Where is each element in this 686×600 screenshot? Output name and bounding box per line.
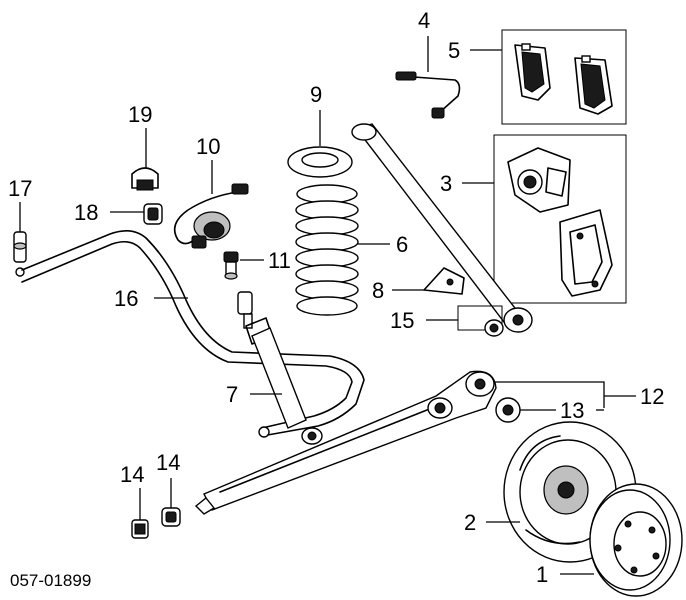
callout-5: 5 (448, 38, 460, 63)
callout-14b: 14 (156, 450, 180, 475)
stabilizer-link-part (13, 231, 27, 277)
bracket-part (423, 267, 465, 295)
callout-11: 11 (268, 248, 291, 273)
callout-6: 6 (396, 232, 408, 257)
callout-14a: 14 (120, 462, 144, 487)
callout-7: 7 (226, 382, 238, 407)
brake-caliper-part (493, 134, 627, 304)
brake-rotor-part (589, 483, 683, 597)
callout-17: 17 (8, 176, 32, 201)
brake-hose-part (395, 71, 461, 119)
spring-seat-part (287, 146, 353, 178)
leader-bracket-12 (494, 381, 605, 408)
callout-9: 9 (310, 82, 322, 107)
trailing-arm-bushing-part (495, 397, 521, 423)
callout-4: 4 (418, 8, 430, 33)
shock-absorber-part (237, 291, 323, 445)
nut-part-2 (161, 507, 181, 527)
lateral-rod-part (351, 123, 533, 333)
abs-sensor-part (173, 183, 249, 249)
bolt-part (223, 251, 239, 280)
stabilizer-bar-part (21, 230, 365, 438)
callout-3: 3 (440, 171, 452, 196)
callout-1: 1 (536, 562, 548, 587)
callout-2: 2 (464, 510, 476, 535)
diagram-code: 057-01899 (10, 571, 91, 590)
callout-16: 16 (114, 286, 138, 311)
callout-10: 10 (196, 134, 220, 159)
stabilizer-bushing-part (143, 203, 163, 225)
callout-13: 13 (560, 398, 584, 423)
callout-15: 15 (390, 308, 414, 333)
brake-pads-part (501, 29, 627, 125)
callout-18: 18 (74, 200, 98, 225)
lateral-rod-bushings-part (457, 305, 504, 337)
callout-19: 19 (128, 102, 152, 127)
nut-part-1 (131, 519, 149, 539)
trailing-arm-part (194, 370, 497, 515)
stabilizer-bracket-part (131, 167, 159, 191)
callout-8: 8 (372, 278, 384, 303)
coil-spring-part (295, 184, 359, 316)
callout-12: 12 (640, 384, 664, 409)
